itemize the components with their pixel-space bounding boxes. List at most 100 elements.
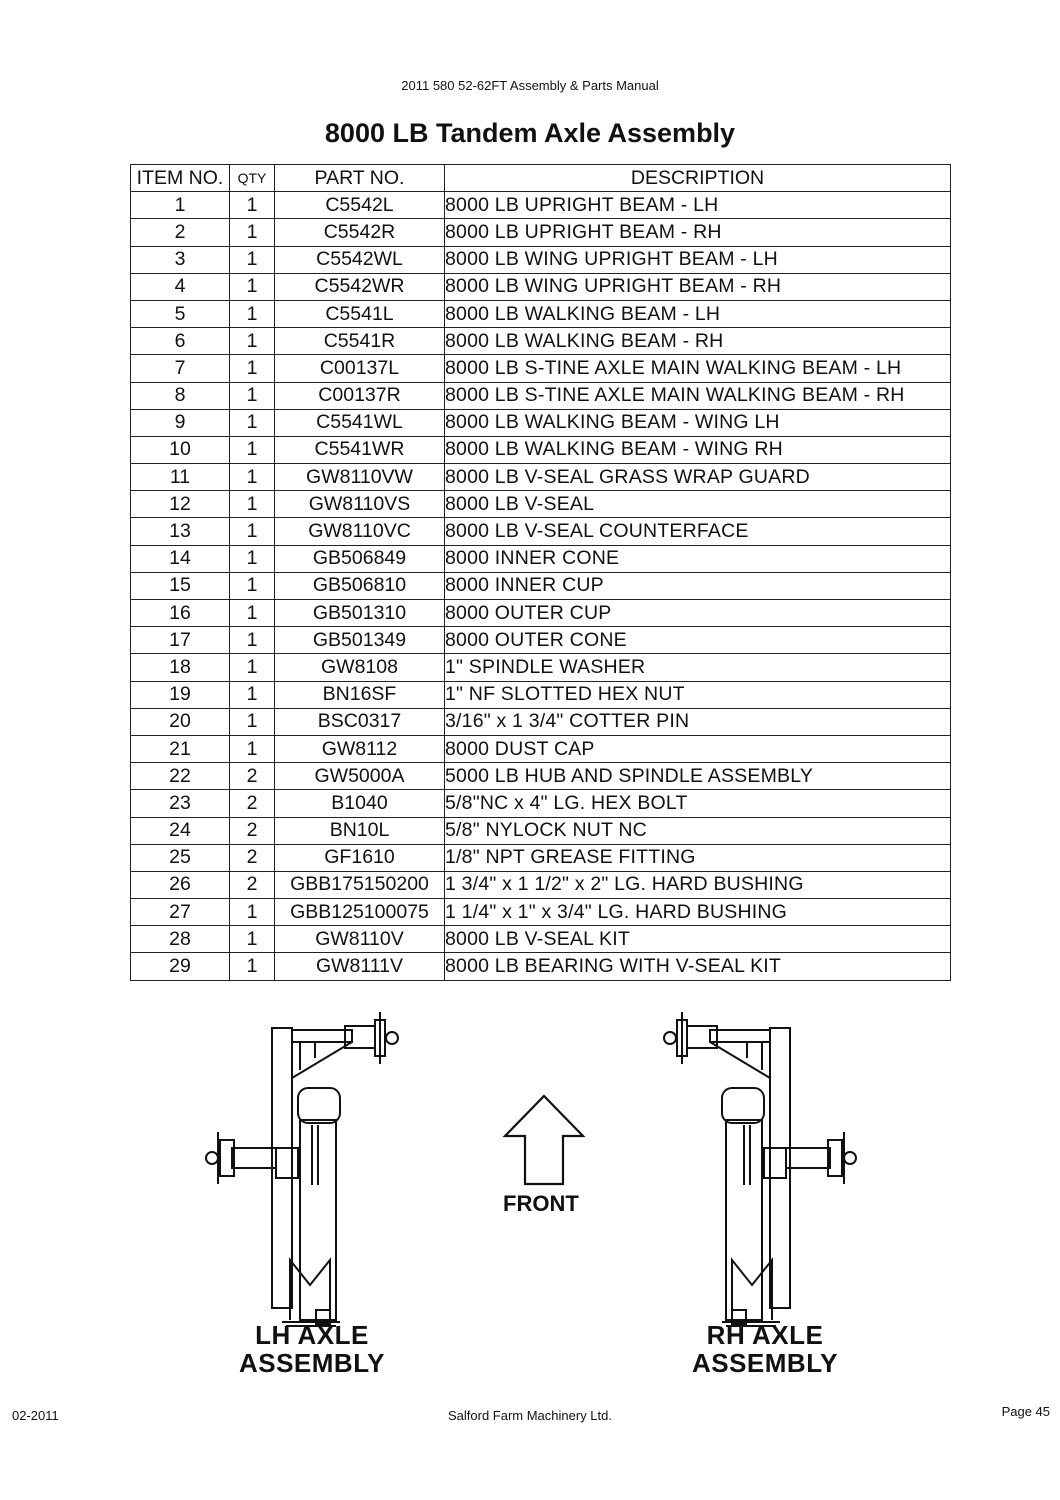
qty-cell: 1	[229, 952, 275, 981]
description-cell: 8000 INNER CONE	[444, 544, 951, 573]
part-no-cell: GW8111V	[274, 952, 445, 981]
part-no-cell: C5541R	[274, 327, 445, 356]
axle-drawing	[205, 1012, 857, 1327]
description-cell: 8000 LB WALKING BEAM - RH	[444, 327, 951, 356]
description-cell: 8000 LB WALKING BEAM - LH	[444, 299, 951, 329]
lh-axle-drawing	[205, 1012, 399, 1327]
item-no-cell: 2	[130, 218, 230, 247]
description-cell: 8000 LB V-SEAL GRASS WRAP GUARD	[444, 463, 951, 492]
part-no-cell: GW8108	[274, 653, 445, 682]
qty-cell: 1	[229, 680, 275, 709]
item-no-cell: 12	[130, 490, 230, 519]
qty-cell: 1	[229, 408, 275, 437]
part-no-cell: BSC0317	[274, 707, 445, 736]
table-header-row: ITEM NO. QTY PART NO. DESCRIPTION	[130, 163, 951, 193]
item-no-cell: 25	[130, 843, 230, 872]
qty-cell: 2	[229, 762, 275, 791]
qty-cell: 1	[229, 598, 275, 628]
qty-cell: 1	[229, 734, 275, 764]
description-cell: 8000 LB V-SEAL	[444, 490, 951, 519]
part-no-cell: B1040	[274, 789, 445, 818]
part-no-cell: C5541L	[274, 299, 445, 329]
qty-cell: 1	[229, 490, 275, 519]
qty-cell: 1	[229, 925, 275, 954]
qty-cell: 1	[229, 544, 275, 573]
item-no-cell: 8	[130, 381, 230, 410]
description-cell: 8000 LB S-TINE AXLE MAIN WALKING BEAM - …	[444, 354, 951, 383]
item-no-cell: 29	[130, 952, 230, 981]
description-cell: 8000 LB WING UPRIGHT BEAM - RH	[444, 272, 951, 301]
item-no-cell: 23	[130, 789, 230, 818]
item-no-cell: 18	[130, 653, 230, 682]
item-no-cell: 21	[130, 734, 230, 764]
front-label: FRONT	[503, 1191, 579, 1216]
description-cell: 8000 LB BEARING WITH V-SEAL KIT	[444, 952, 951, 981]
part-no-cell: GB501310	[274, 598, 445, 628]
item-no-cell: 1	[130, 191, 230, 220]
item-no-cell: 10	[130, 435, 230, 465]
part-no-cell: C5542WR	[274, 272, 445, 301]
description-cell: 1 3/4" x 1 1/2" x 2" LG. HARD BUSHING	[444, 870, 951, 900]
footer-date: 02-2011	[12, 1408, 59, 1423]
part-no-cell: GW8110VS	[274, 490, 445, 519]
part-no-cell: GBB175150200	[274, 870, 445, 900]
item-no-cell: 3	[130, 245, 230, 274]
rh-axle-label-line1: RH AXLE	[706, 1320, 824, 1350]
qty-cell: 1	[229, 191, 275, 220]
description-cell: 8000 INNER CUP	[444, 571, 951, 601]
col-header-qty: QTY	[229, 163, 275, 193]
part-no-cell: BN16SF	[274, 680, 445, 709]
description-cell: 8000 LB WALKING BEAM - WING LH	[444, 408, 951, 437]
part-no-cell: GW8112	[274, 734, 445, 764]
description-cell: 5/8" NYLOCK NUT NC	[444, 816, 951, 845]
qty-cell: 1	[229, 571, 275, 601]
item-no-cell: 26	[130, 870, 230, 900]
part-no-cell: C5542WL	[274, 245, 445, 274]
item-no-cell: 15	[130, 571, 230, 601]
part-no-cell: GW8110V	[274, 925, 445, 954]
qty-cell: 1	[229, 272, 275, 301]
item-no-cell: 6	[130, 327, 230, 356]
item-no-cell: 27	[130, 898, 230, 927]
manual-header: 2011 580 52-62FT Assembly & Parts Manual	[401, 78, 659, 93]
qty-cell: 1	[229, 299, 275, 329]
qty-cell: 1	[229, 354, 275, 383]
part-no-cell: C00137R	[274, 381, 445, 410]
description-cell: 8000 OUTER CUP	[444, 598, 951, 628]
part-no-cell: C5542L	[274, 191, 445, 220]
item-no-cell: 11	[130, 463, 230, 492]
item-no-cell: 14	[130, 544, 230, 573]
qty-cell: 1	[229, 626, 275, 655]
item-no-cell: 20	[130, 707, 230, 736]
description-cell: 8000 LB WALKING BEAM - WING RH	[444, 435, 951, 465]
part-no-cell: GF1610	[274, 843, 445, 872]
part-no-cell: GBB125100075	[274, 898, 445, 927]
description-cell: 8000 LB V-SEAL COUNTERFACE	[444, 517, 951, 546]
rh-axle-label: RH AXLE ASSEMBLY	[665, 1321, 865, 1377]
qty-cell: 1	[229, 381, 275, 410]
item-no-cell: 7	[130, 354, 230, 383]
part-no-cell: C5541WL	[274, 408, 445, 437]
lh-axle-label-line2: ASSEMBLY	[238, 1348, 386, 1378]
description-cell: 1/8" NPT GREASE FITTING	[444, 843, 951, 872]
part-no-cell: C5541WR	[274, 435, 445, 465]
description-cell: 8000 DUST CAP	[444, 734, 951, 764]
